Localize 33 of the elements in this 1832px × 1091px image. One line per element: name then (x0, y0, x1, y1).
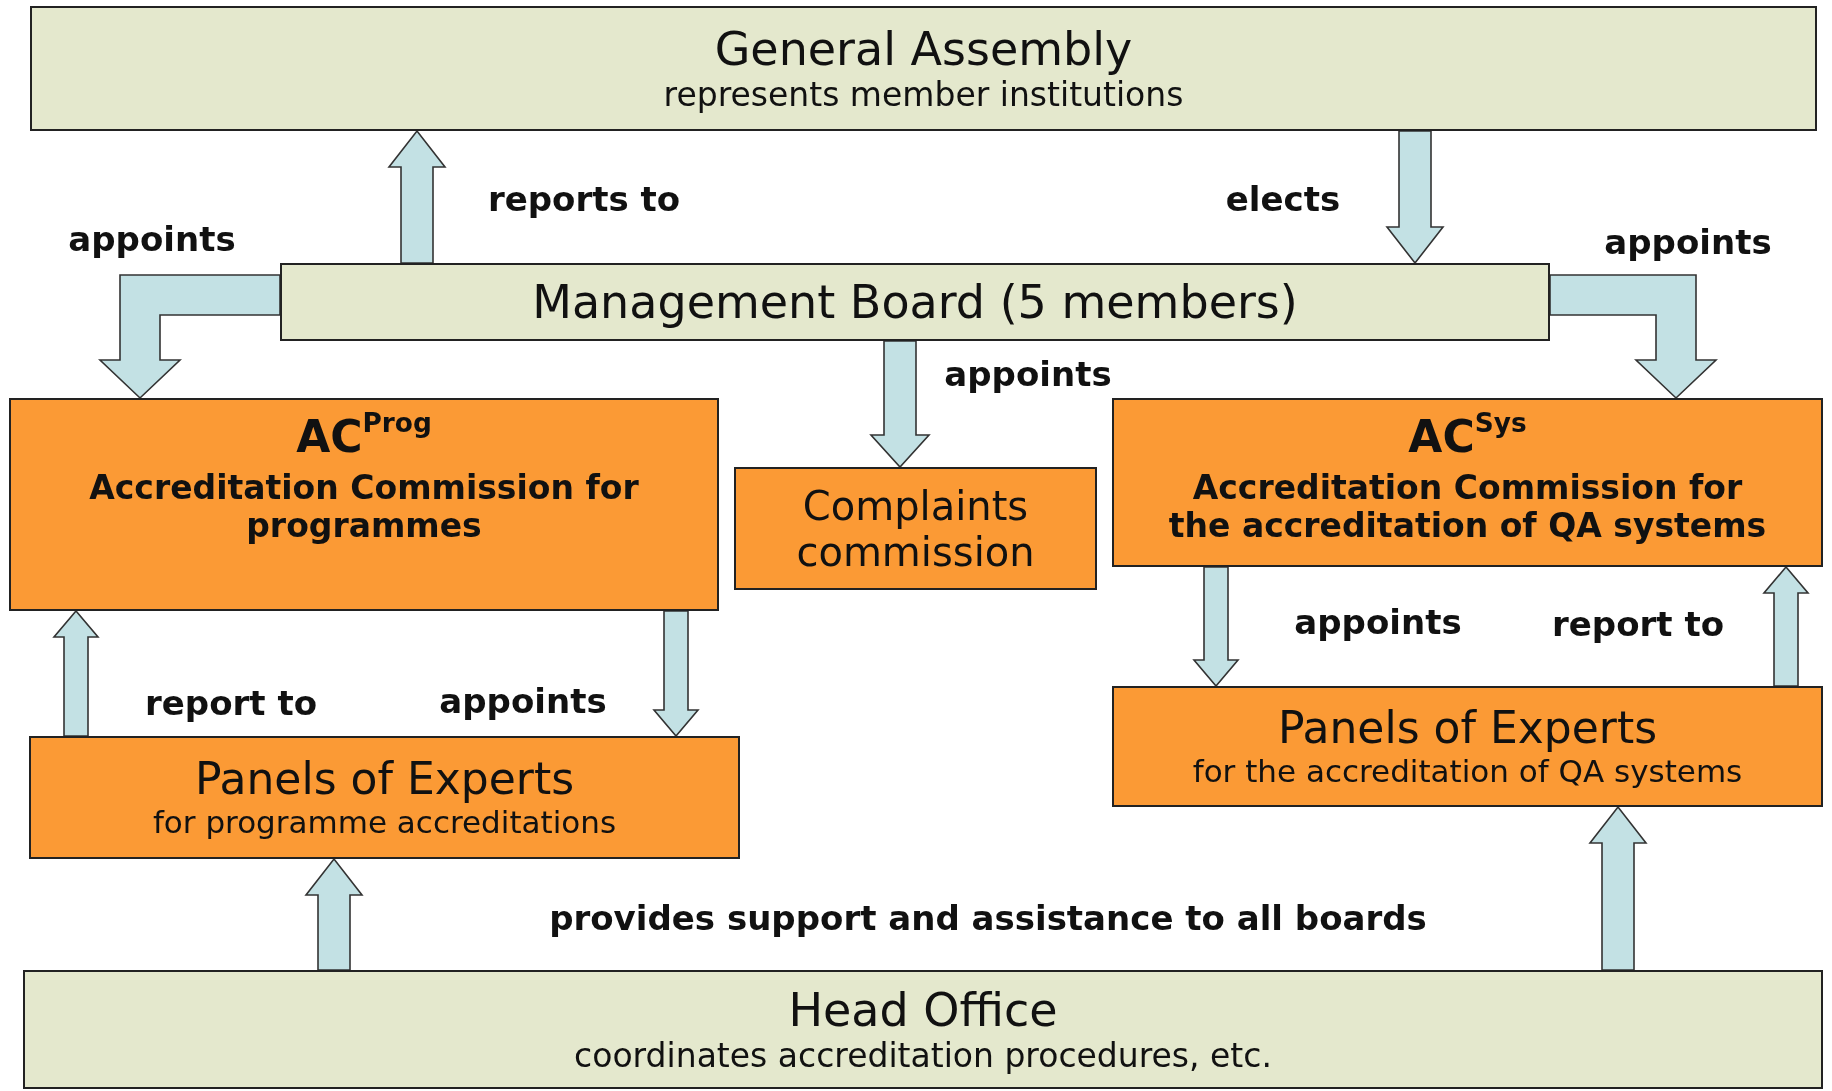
block-arrow (1588, 805, 1648, 971)
block-arrow (1192, 566, 1240, 688)
node-title: Panels of Experts (194, 754, 575, 805)
node-title: Panels of Experts (1277, 703, 1658, 754)
node-title: Complaints commission (795, 482, 1036, 575)
commission-box (1112, 398, 1823, 567)
commission-box (734, 467, 1097, 590)
block-arrow (52, 609, 100, 737)
organ-box (30, 6, 1817, 131)
block-arrow (387, 129, 447, 264)
block-arrow (1549, 274, 1718, 400)
commission-box (1112, 686, 1823, 807)
block-arrow (1385, 130, 1445, 265)
node-subtitle: for programme accreditations (152, 804, 617, 841)
node-subtitle: represents member institutions (663, 75, 1184, 114)
block-arrow (869, 340, 931, 469)
organ-box (23, 970, 1823, 1089)
node-subtitle: Accreditation Commission for the accreditation of QA systems (1167, 468, 1768, 545)
node-subtitle: Accreditation Commission for programmes (88, 468, 640, 545)
node-subtitle: for the accreditation of QA systems (1192, 753, 1743, 790)
block-arrow (1762, 565, 1810, 687)
commission-box (9, 398, 719, 611)
block-arrow (98, 274, 281, 400)
node-title: Management Board (5 members) (532, 275, 1298, 329)
organ-box (280, 263, 1550, 341)
block-arrow (304, 857, 364, 971)
node-title: Head Office (788, 984, 1058, 1037)
commission-box (29, 736, 740, 859)
node-title: AC$^{Prog}$ (296, 412, 432, 463)
node-title: General Assembly (714, 23, 1133, 76)
node-title: AC$^{Sys}$ (1408, 412, 1527, 463)
node-subtitle: coordinates accreditation procedures, etc. (574, 1036, 1272, 1075)
block-arrow (652, 610, 700, 738)
